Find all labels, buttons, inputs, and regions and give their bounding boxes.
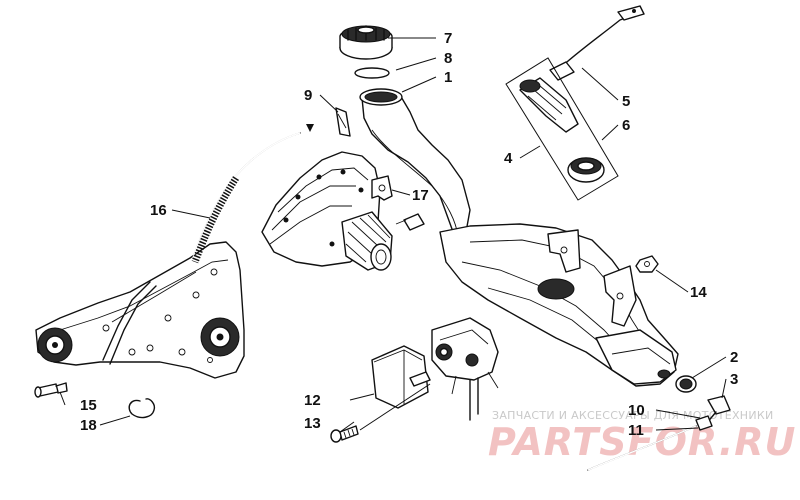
watermark: ЗАПЧАСТИ И АКСЕССУАРЫ ДЛЯ МОТОТЕХНИКИ PA… <box>488 409 796 464</box>
callout-6: 6 <box>622 117 630 134</box>
clamp-17 <box>371 175 393 201</box>
callout-9: 9 <box>304 87 312 104</box>
engine-housing <box>261 151 393 271</box>
callout-1: 1 <box>444 69 452 86</box>
bolt-15 <box>34 382 68 398</box>
callout-4: 4 <box>504 150 513 167</box>
pump-cover <box>371 345 431 409</box>
callout-7: 7 <box>444 30 452 47</box>
watermark-logo: PARTSFOR.RU <box>488 420 796 464</box>
callout-15: 15 <box>80 397 97 414</box>
chaincase-plate <box>35 241 245 379</box>
callout-2: 2 <box>730 349 738 366</box>
oil-pump <box>431 317 499 421</box>
callout-16: 16 <box>150 202 167 219</box>
level-sensor <box>505 5 645 201</box>
nut-14 <box>635 255 659 273</box>
decal-9 <box>335 107 351 137</box>
clip-18 <box>128 398 156 419</box>
fitting-3 <box>705 395 731 425</box>
callout-14: 14 <box>690 284 707 301</box>
screw-13 <box>330 425 359 443</box>
tank-cap <box>339 25 393 60</box>
grommet-2 <box>675 375 697 393</box>
callout-13: 13 <box>304 415 321 432</box>
callout-labels: 7 8 1 9 5 6 4 16 17 14 2 3 15 18 12 13 1… <box>80 30 738 439</box>
callout-3: 3 <box>730 371 738 388</box>
callout-12: 12 <box>304 392 321 409</box>
vent-hose <box>191 124 314 264</box>
o-ring <box>354 67 390 79</box>
oil-hose <box>587 415 713 471</box>
callout-10: 10 <box>628 402 645 419</box>
oil-tank <box>359 88 679 387</box>
bolt-17 <box>395 213 425 231</box>
driven-sprocket <box>200 317 240 357</box>
splined-shaft <box>341 211 393 271</box>
callout-8: 8 <box>444 50 452 67</box>
callout-5: 5 <box>622 93 630 110</box>
callout-17: 17 <box>412 187 429 204</box>
callout-11: 11 <box>628 422 644 439</box>
callout-18: 18 <box>80 417 97 434</box>
drive-sprocket <box>37 327 73 363</box>
leader-lines <box>59 37 727 433</box>
